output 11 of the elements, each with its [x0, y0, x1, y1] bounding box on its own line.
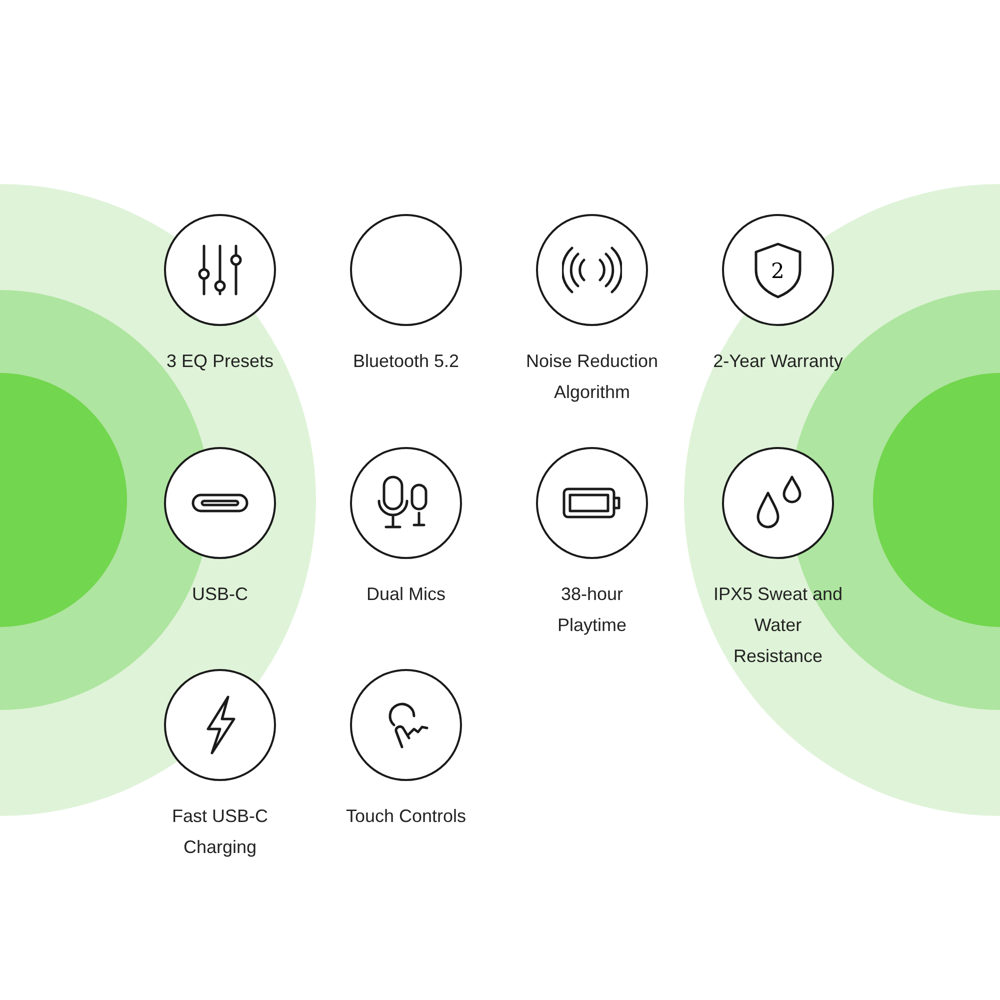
feature-label: Touch Controls	[344, 805, 468, 828]
feature-label: USB-C	[190, 583, 249, 606]
feature-label: Dual Mics	[365, 583, 446, 606]
feature-label: 38-hour Playtime	[556, 583, 628, 637]
feature-label: IPX5 Sweat and Water Resistance	[712, 583, 844, 668]
shield-number: 2	[771, 261, 784, 282]
feature-label: Bluetooth 5.2	[352, 350, 460, 373]
feature-label: 2-Year Warranty	[712, 350, 844, 373]
feature-label: Noise Reduction Algorithm	[524, 350, 660, 404]
feature-label: 3 EQ Presets	[165, 350, 275, 373]
feature-label: Fast USB-C Charging	[170, 805, 269, 859]
